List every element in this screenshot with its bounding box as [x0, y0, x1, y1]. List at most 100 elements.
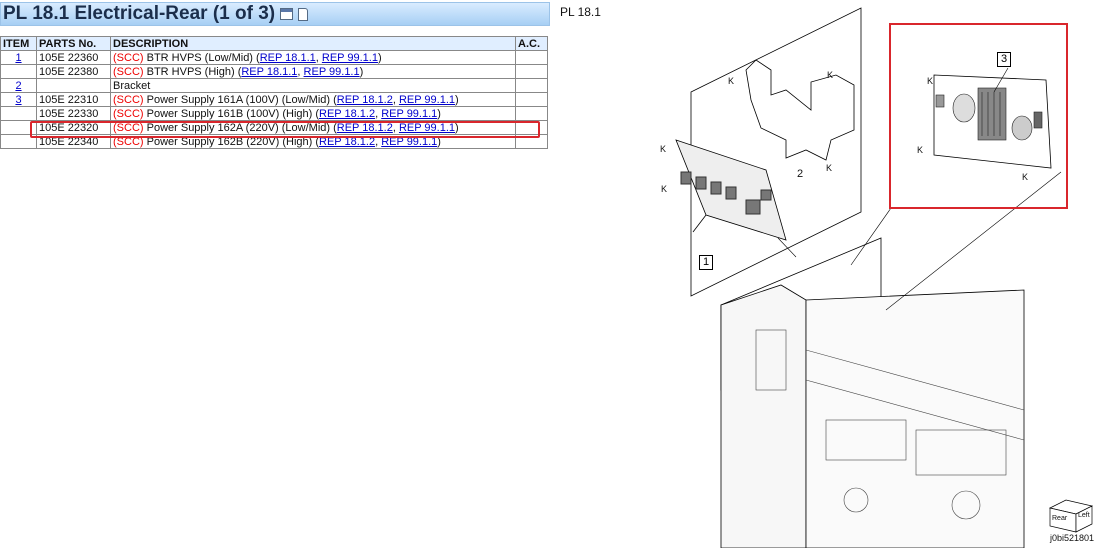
scc-label: (SCC): [113, 135, 144, 148]
table-row: 105E 22330(SCC) Power Supply 161B (100V)…: [0, 106, 548, 121]
link-close: ): [377, 51, 382, 64]
figure-label: PL 18.1: [560, 5, 601, 19]
bracket-plane: [690, 7, 862, 297]
k-marker: K: [1022, 172, 1029, 182]
k-marker: K: [660, 144, 667, 154]
rep-link[interactable]: REP 18.1.2: [336, 93, 393, 106]
rep-link[interactable]: REP 18.1.1: [259, 51, 316, 64]
ac-cell: [515, 106, 548, 121]
ac-cell: [515, 78, 548, 93]
rep-link[interactable]: REP 99.1.1: [381, 135, 438, 148]
item-link[interactable]: 3: [15, 93, 22, 106]
ac-cell: [515, 120, 548, 135]
callout-1[interactable]: 1: [699, 255, 714, 270]
item-cell: [0, 134, 37, 149]
item-cell: [0, 120, 37, 135]
scc-label: (SCC): [113, 51, 144, 64]
rep-link[interactable]: REP 18.1.2: [319, 107, 376, 120]
description-cell: Bracket: [110, 78, 516, 93]
rep-link[interactable]: REP 18.1.2: [336, 121, 393, 134]
rep-link[interactable]: REP 18.1.2: [319, 135, 376, 148]
orientation-rear-label: Rear: [1052, 515, 1068, 522]
link-separator: ,: [392, 93, 399, 106]
link-close: ): [455, 93, 459, 106]
table-row: 2 Bracket: [0, 78, 548, 93]
description-cell: (SCC) Power Supply 161A (100V) (Low/Mid)…: [110, 92, 516, 107]
item-link[interactable]: 2: [15, 79, 22, 92]
col-item: ITEM: [0, 36, 37, 51]
frame-details: [755, 329, 1025, 520]
callout-highlight-box: [889, 23, 1068, 209]
rep-link[interactable]: REP 99.1.1: [303, 65, 360, 78]
link-close: ): [437, 135, 441, 148]
rep-link[interactable]: REP 99.1.1: [398, 121, 456, 134]
hvps-components: [680, 171, 772, 215]
k-marker: K: [927, 76, 934, 86]
description-text: Bracket: [113, 79, 151, 92]
link-close: ): [437, 107, 441, 120]
k-marker: K: [826, 163, 833, 173]
table-row: 105E 22380(SCC) BTR HVPS (High) (REP 18.…: [0, 64, 548, 79]
part-number-cell: 105E 22340: [36, 134, 111, 149]
ac-cell: [515, 134, 548, 149]
link-separator: ,: [375, 107, 382, 120]
rep-link[interactable]: REP 18.1.1: [241, 65, 298, 78]
rep-link[interactable]: REP 99.1.1: [381, 107, 438, 120]
item-cell: 2: [0, 78, 37, 93]
description-cell: (SCC) Power Supply 161B (100V) (High) (R…: [110, 106, 516, 121]
link-close: ): [359, 65, 364, 78]
description-text: Power Supply 161B (100V) (High) (: [143, 107, 320, 120]
scc-label: (SCC): [113, 93, 144, 106]
orientation-left-label: Left: [1078, 512, 1090, 519]
description-text: Power Supply 162B (220V) (High) (: [143, 135, 320, 148]
callout-2[interactable]: 2: [797, 168, 804, 180]
description-cell: (SCC) BTR HVPS (High) (REP 18.1.1, REP 9…: [110, 64, 516, 79]
part-number-cell: 105E 22360: [36, 50, 111, 65]
scc-label: (SCC): [113, 121, 144, 134]
rep-link[interactable]: REP 99.1.1: [398, 93, 456, 106]
link-separator: ,: [315, 51, 322, 64]
item-cell: 3: [0, 92, 37, 107]
table-header-row: ITEM PARTS No. DESCRIPTION A.C.: [0, 36, 548, 51]
rep-link[interactable]: REP 99.1.1: [321, 51, 378, 64]
item-cell: [0, 106, 37, 121]
part-number-cell: 105E 22330: [36, 106, 111, 121]
document-icon[interactable]: [298, 7, 309, 21]
description-text: BTR HVPS (High) (: [143, 65, 242, 78]
k-marker: K: [661, 184, 668, 194]
item-cell: [0, 64, 37, 79]
window-icon[interactable]: [280, 8, 294, 20]
scc-label: (SCC): [113, 65, 144, 78]
ac-cell: [515, 92, 548, 107]
description-text: BTR HVPS (Low/Mid) (: [143, 51, 260, 64]
item-link[interactable]: 1: [15, 51, 22, 64]
col-parts-no: PARTS No.: [36, 36, 111, 51]
k-marker: K: [728, 76, 735, 86]
link-separator: ,: [375, 135, 382, 148]
description-text: Power Supply 162A (220V) (Low/Mid) (: [143, 121, 337, 134]
k-marker: K: [827, 70, 834, 80]
parts-list-panel: PL 18.1 Electrical-Rear (1 of 3) ITEM PA…: [0, 2, 550, 149]
part-number-cell: 105E 22320: [36, 120, 111, 135]
exploded-view-diagram: [675, 7, 1094, 548]
k-marker: K: [917, 145, 924, 155]
item-cell: 1: [0, 50, 37, 65]
col-description: DESCRIPTION: [110, 36, 516, 51]
link-separator: ,: [297, 65, 304, 78]
power-supply-components: [935, 87, 1043, 141]
link-close: ): [455, 121, 459, 134]
link-separator: ,: [392, 121, 399, 134]
page-title: PL 18.1 Electrical-Rear (1 of 3): [3, 3, 276, 24]
frame-left: [720, 284, 807, 548]
ac-cell: [515, 64, 548, 79]
figure-id: j0bi521801: [1049, 533, 1094, 543]
col-ac: A.C.: [515, 36, 548, 51]
description-cell: (SCC) Power Supply 162A (220V) (Low/Mid)…: [110, 120, 516, 135]
ac-cell: [515, 50, 548, 65]
callout-3[interactable]: 3: [997, 52, 1012, 67]
description-text: Power Supply 161A (100V) (Low/Mid) (: [143, 93, 337, 106]
description-cell: (SCC) BTR HVPS (Low/Mid) (REP 18.1.1, RE…: [110, 50, 516, 65]
